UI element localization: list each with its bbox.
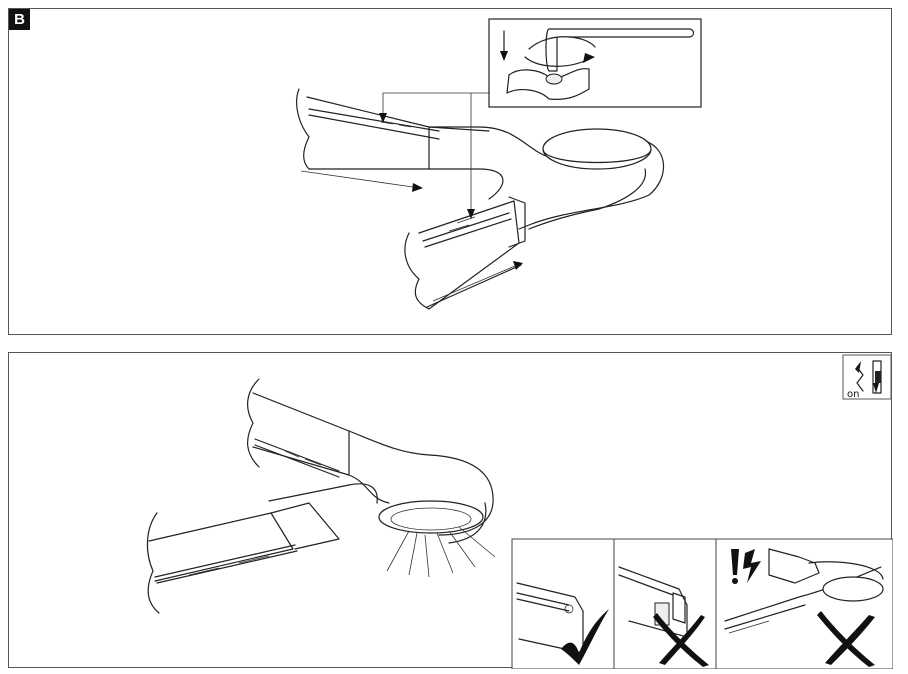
rail-connector-illustration (296, 18, 702, 310)
power-switch-icon: on (842, 354, 892, 400)
subpanel-wrong-orientation (613, 538, 717, 669)
electric-hazard-icon (731, 549, 761, 584)
step-badge: B (9, 9, 30, 30)
hex-key-inset (488, 18, 702, 108)
light-on-illustration: on (146, 354, 893, 669)
light-rays (386, 526, 496, 578)
cross-mark-icon (817, 611, 875, 667)
hex-key-icon (548, 28, 695, 38)
subpanel-hazard (715, 538, 893, 669)
rail-segment-upper (296, 88, 490, 170)
switch-on-label: on (847, 389, 859, 400)
rotate-arrow-icon (528, 36, 596, 50)
corner-connector (428, 126, 665, 248)
rail-segment-lower (404, 200, 522, 310)
step-c-panel: on (8, 352, 893, 669)
check-mark-icon (561, 609, 609, 665)
step-b-panel: B (8, 8, 892, 335)
subpanel-correct (511, 538, 615, 669)
corner-connector (268, 430, 494, 544)
rail-segment-lower (146, 502, 340, 614)
rail-segment-upper (247, 378, 350, 478)
direction-arrows (300, 170, 523, 302)
